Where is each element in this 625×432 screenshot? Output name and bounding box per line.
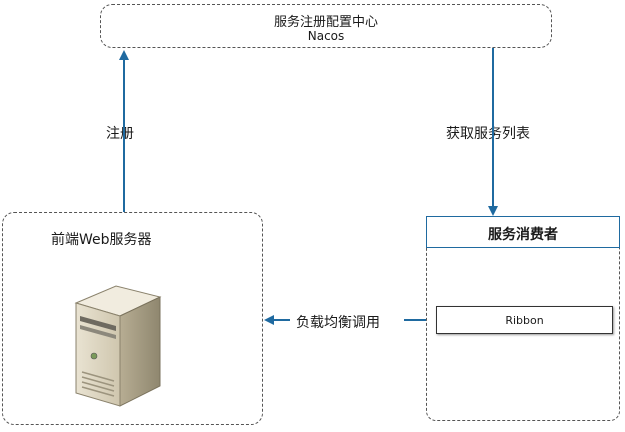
ribbon-label: Ribbon bbox=[505, 314, 544, 327]
load-balance-label: 负载均衡调用 bbox=[296, 315, 380, 331]
server-tower-icon bbox=[74, 285, 162, 407]
fetch-list-label: 获取服务列表 bbox=[446, 126, 530, 142]
frontend-title: 前端Web服务器 bbox=[51, 232, 152, 248]
registry-title: 服务注册配置中心 bbox=[273, 15, 378, 30]
registry-subtitle: Nacos bbox=[307, 29, 345, 43]
registry-box: 服务注册配置中心 Nacos bbox=[100, 4, 552, 48]
ribbon-box: Ribbon bbox=[436, 306, 613, 334]
register-label: 注册 bbox=[106, 126, 134, 142]
consumer-title: 服务消费者 bbox=[488, 227, 558, 243]
consumer-header: 服务消费者 bbox=[426, 216, 620, 248]
